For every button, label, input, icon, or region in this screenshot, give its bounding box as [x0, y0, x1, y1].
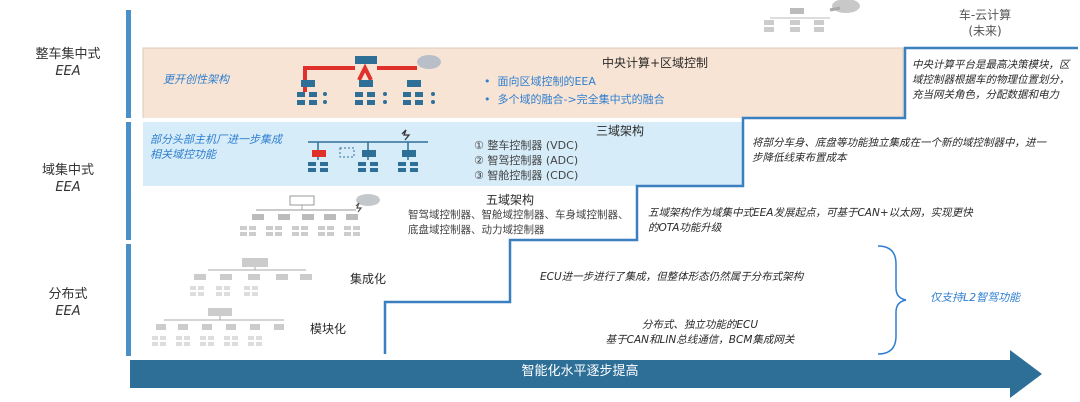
five-domain-title: 五域架构 [485, 193, 534, 207]
modular-description-line2: 基于CAN和LIN总线通信，BCM集成网关 [605, 334, 795, 346]
central-bullet-2: • 多个域的融合->完全集中式的融合 [484, 93, 665, 106]
cloud-subtitle: (未来) [968, 24, 1002, 38]
central-bullet-1: • 面向区域控制的EEA [484, 75, 596, 88]
central-band [143, 48, 903, 118]
three-domain-item-vdc: ① 整车控制器 (VDC) [474, 139, 579, 152]
l2-note: 仅支持L2智驾功能 [930, 291, 1021, 304]
cloud-title: 车-云计算 [958, 8, 1012, 22]
progress-arrow [130, 350, 1042, 398]
five-domain-detail: 智驾域控制器、智舱域控制器、车身域控制器、底盘域控制器、动力域控制器 [408, 209, 629, 236]
arrow-label: 智能化水平逐步提高 [521, 364, 639, 379]
bar-domain [126, 122, 131, 240]
central-title: 中央计算+区域控制 [601, 56, 709, 70]
integrated-description: ECU进一步进行了集成，但整体形态仍然属于分布式架构 [540, 271, 804, 283]
three-domain-item-cdc: ③ 智舱控制器 (CDC) [474, 169, 579, 182]
five-domain-description: 五域架构作为域集中式EEA发展起点，可基于CAN+以太网，实现更快的OTA功能升… [648, 207, 973, 234]
three-domain-description: 将部分车身、底盘等功能独立集成在一个新的域控制器中，进一步降低线束布置成本 [752, 137, 1046, 164]
three-domain-tag: 部分头部主机厂进一步集成相关域控功能 [150, 133, 282, 161]
central-description: 中央计算平台是最高决策模块，区域控制器根据车的物理位置划分，充当网关角色，分配数… [912, 59, 1070, 101]
central-zonal-diagram [297, 55, 441, 105]
five-domain-diagram [240, 194, 380, 236]
central-tag: 更开创性架构 [163, 73, 229, 86]
modular-description-line1: 分布式、独立功能的ECU [641, 319, 759, 331]
integrated-label: 集成化 [350, 272, 387, 286]
bar-vehicle [126, 10, 131, 118]
bar-distributed [126, 244, 131, 356]
stage-label-domain-central: 域集中式 EEA [41, 163, 94, 195]
stage-label-distributed: 分布式 EEA [48, 287, 88, 319]
three-domain-diagram [308, 129, 428, 172]
three-domain-title: 三域架构 [595, 124, 644, 138]
right-brace-icon [877, 245, 907, 355]
modular-label: 模块化 [310, 322, 347, 336]
integrated-diagram [190, 258, 312, 296]
three-domain-item-adc: ② 智驾控制器 (ADC) [474, 154, 579, 167]
cloud-architecture-icon [764, 0, 860, 32]
stage-label-vehicle-central: 整车集中式 EEA [35, 47, 101, 79]
modular-diagram [152, 308, 284, 346]
three-domain-band [143, 122, 743, 186]
